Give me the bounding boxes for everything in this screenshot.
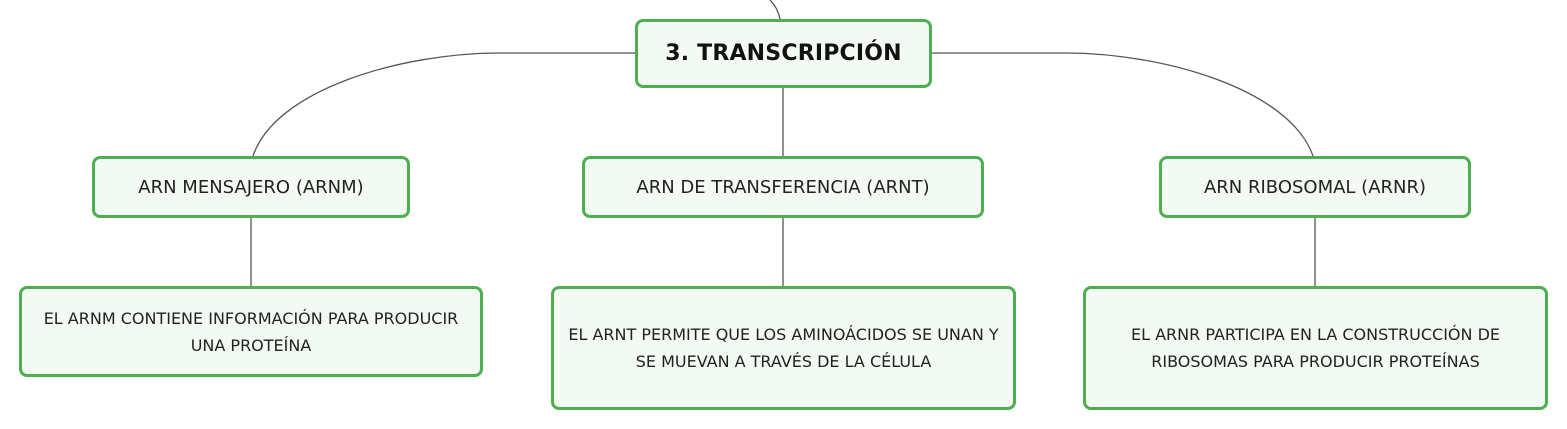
connector-root-to-mensajero <box>252 52 635 157</box>
arnr-description-text: EL ARNR PARTICIPA EN LA CONSTRUCCIÓN DE … <box>1130 325 1500 371</box>
arnm-description-text: EL ARNM CONTIENE INFORMACIÓN PARA PRODUC… <box>43 308 459 355</box>
root-node-transcripcion[interactable]: 3. TRANSCRIPCIÓN <box>635 19 932 88</box>
connector-root-to-ribosomal <box>932 52 1314 157</box>
arnt-description-text: EL ARNT PERMITE QUE LOS AMINOÁCIDOS SE U… <box>568 325 999 371</box>
node-arn-mensajero[interactable]: ARN MENSAJERO (ARNM) <box>92 156 410 218</box>
node-arn-mensajero-label: ARN MENSAJERO (ARNM) <box>138 176 364 198</box>
root-node-label: 3. TRANSCRIPCIÓN <box>665 41 902 66</box>
incoming-connector <box>769 0 781 20</box>
node-arn-ribosomal[interactable]: ARN RIBOSOMAL (ARNR) <box>1159 156 1471 218</box>
node-arn-ribosomal-label: ARN RIBOSOMAL (ARNR) <box>1203 176 1427 198</box>
node-arn-transferencia-label: ARN DE TRANSFERENCIA (ARNT) <box>636 176 930 198</box>
node-arnr-description[interactable]: EL ARNR PARTICIPA EN LA CONSTRUCCIÓN DE … <box>1083 286 1548 410</box>
node-arnt-description[interactable]: EL ARNT PERMITE QUE LOS AMINOÁCIDOS SE U… <box>551 286 1016 410</box>
node-arnm-description[interactable]: EL ARNM CONTIENE INFORMACIÓN PARA PRODUC… <box>19 286 483 377</box>
node-arn-transferencia[interactable]: ARN DE TRANSFERENCIA (ARNT) <box>582 156 984 218</box>
